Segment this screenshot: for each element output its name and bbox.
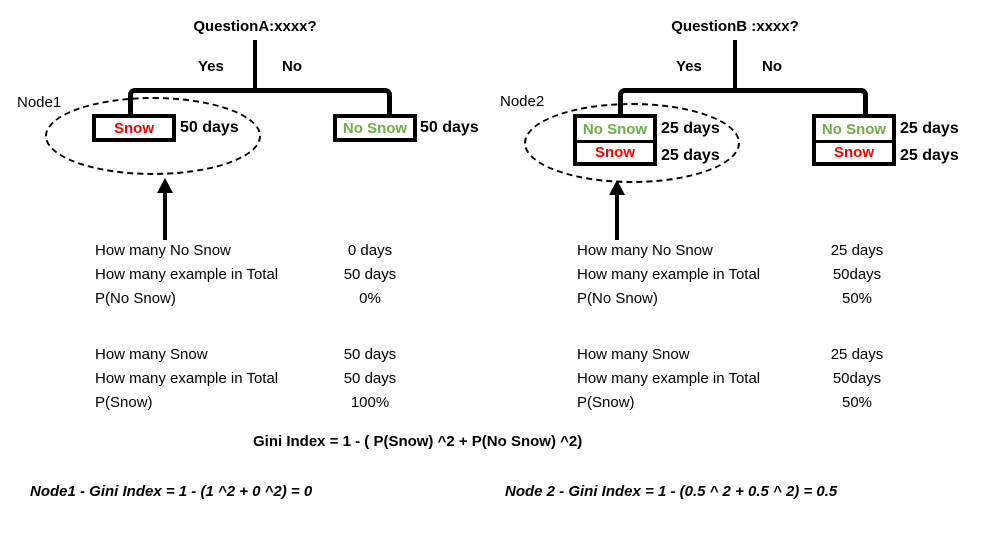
- stat-label: How many No Snow: [95, 241, 231, 259]
- stat-row: How many No Snow 25 days: [577, 238, 902, 262]
- tree-a-up-arrow-icon: [157, 178, 173, 193]
- stat-row: How many example in Total 50days: [577, 262, 902, 286]
- tree-b-stats-table: How many No Snow 25 days How many exampl…: [577, 238, 902, 414]
- stat-label: How many Snow: [95, 345, 208, 363]
- stat-label: P(No Snow): [95, 289, 176, 307]
- tree-b-yes-nosnow-days: 25 days: [661, 120, 720, 137]
- tree-b-yes-snow-days: 25 days: [661, 147, 720, 164]
- tree-b-yes-stack-box: No Snow Snow: [573, 114, 657, 166]
- stat-value: 25 days: [830, 345, 884, 363]
- stat-row: How many example in Total 50 days: [95, 366, 415, 390]
- tree-b-no-label: No: [762, 58, 782, 75]
- tree-b-no-nosnow-row: No Snow: [816, 118, 892, 140]
- tree-b-question: QuestionB :xxxx?: [671, 18, 799, 35]
- stat-row: P(No Snow) 50%: [577, 286, 902, 310]
- tree-a-up-arrow-line: [163, 191, 167, 240]
- stat-row: How many example in Total 50days: [577, 366, 902, 390]
- stat-label: P(Snow): [577, 393, 635, 411]
- stat-row: P(Snow) 100%: [95, 390, 415, 414]
- stat-value: 50 days: [343, 265, 397, 283]
- stat-label: P(Snow): [95, 393, 153, 411]
- tree-b-node-label: Node2: [500, 93, 545, 110]
- stat-value: 50days: [832, 265, 882, 283]
- stat-label: How many Snow: [577, 345, 690, 363]
- tree-a-stats-table: How many No Snow 0 days How many example…: [95, 238, 415, 414]
- tree-a-yes-label: Yes: [198, 58, 224, 75]
- stat-label: How many example in Total: [577, 265, 761, 283]
- stat-value: 50%: [841, 393, 873, 411]
- tree-b-stem-line: [733, 40, 737, 88]
- tree-a-snow-days: 50 days: [180, 119, 239, 136]
- stat-label: How many example in Total: [577, 369, 761, 387]
- stat-value: 50 days: [343, 369, 397, 387]
- tree-b-no-snow-days: 25 days: [900, 147, 959, 164]
- tree-b-no-stack-box: No Snow Snow: [812, 114, 896, 166]
- stat-row: How many Snow 25 days: [577, 342, 902, 366]
- tree-a-nosnow-days: 50 days: [420, 119, 479, 136]
- stat-row: How many example in Total 50 days: [95, 262, 415, 286]
- stat-value: 100%: [350, 393, 390, 411]
- stat-row: How many Snow 50 days: [95, 342, 415, 366]
- tree-b-yes-nosnow-row: No Snow: [577, 118, 653, 140]
- tree-b-no-snow-row: Snow: [816, 140, 892, 162]
- stat-value: 0 days: [347, 241, 393, 259]
- gini-index-general-formula: Gini Index = 1 - ( P(Snow) ^2 + P(No Sno…: [253, 433, 583, 450]
- stat-value: 50days: [832, 369, 882, 387]
- stat-row: P(No Snow) 0%: [95, 286, 415, 310]
- tree-b-up-arrow-line: [615, 193, 619, 240]
- stat-value: 50 days: [343, 345, 397, 363]
- stat-label: How many example in Total: [95, 265, 279, 283]
- tree-b-yes-nosnow-label: No Snow: [582, 120, 648, 138]
- tree-a-snow-box: Snow: [92, 114, 176, 142]
- tree-a-no-label: No: [282, 58, 302, 75]
- stat-label: How many No Snow: [577, 241, 713, 259]
- tree-b-no-snow-label: Snow: [834, 144, 874, 161]
- tree-a-node-label: Node1: [17, 94, 62, 111]
- tree-a-stem-line: [253, 40, 257, 88]
- tree-a-nosnow-box-label: No Snow: [342, 119, 408, 137]
- tree-b-yes-snow-label: Snow: [595, 144, 635, 161]
- node1-gini-formula: Node1 - Gini Index = 1 - (1 ^2 + 0 ^2) =…: [30, 483, 313, 500]
- stat-row: P(Snow) 50%: [577, 390, 902, 414]
- stat-row: How many No Snow 0 days: [95, 238, 415, 262]
- stat-value: 50%: [841, 289, 873, 307]
- tree-a-question: QuestionA:xxxx?: [193, 18, 317, 35]
- stat-label: How many example in Total: [95, 369, 279, 387]
- node2-gini-formula: Node 2 - Gini Index = 1 - (0.5 ^ 2 + 0.5…: [505, 483, 838, 500]
- stat-label: P(No Snow): [577, 289, 658, 307]
- stat-value: 25 days: [830, 241, 884, 259]
- tree-b-no-nosnow-days: 25 days: [900, 120, 959, 137]
- tree-a-nosnow-box: No Snow: [333, 114, 417, 142]
- tree-b-yes-snow-row: Snow: [577, 140, 653, 162]
- tree-a-snow-box-label: Snow: [114, 119, 154, 137]
- tree-b-no-nosnow-label: No Snow: [821, 120, 887, 138]
- tree-b-up-arrow-icon: [609, 180, 625, 195]
- tree-a-highlight-ellipse: [45, 97, 261, 175]
- stat-spacer: [577, 310, 902, 342]
- stat-spacer: [95, 310, 415, 342]
- tree-b-highlight-ellipse: [524, 103, 740, 183]
- tree-b-yes-label: Yes: [676, 58, 702, 75]
- stat-value: 0%: [359, 289, 381, 307]
